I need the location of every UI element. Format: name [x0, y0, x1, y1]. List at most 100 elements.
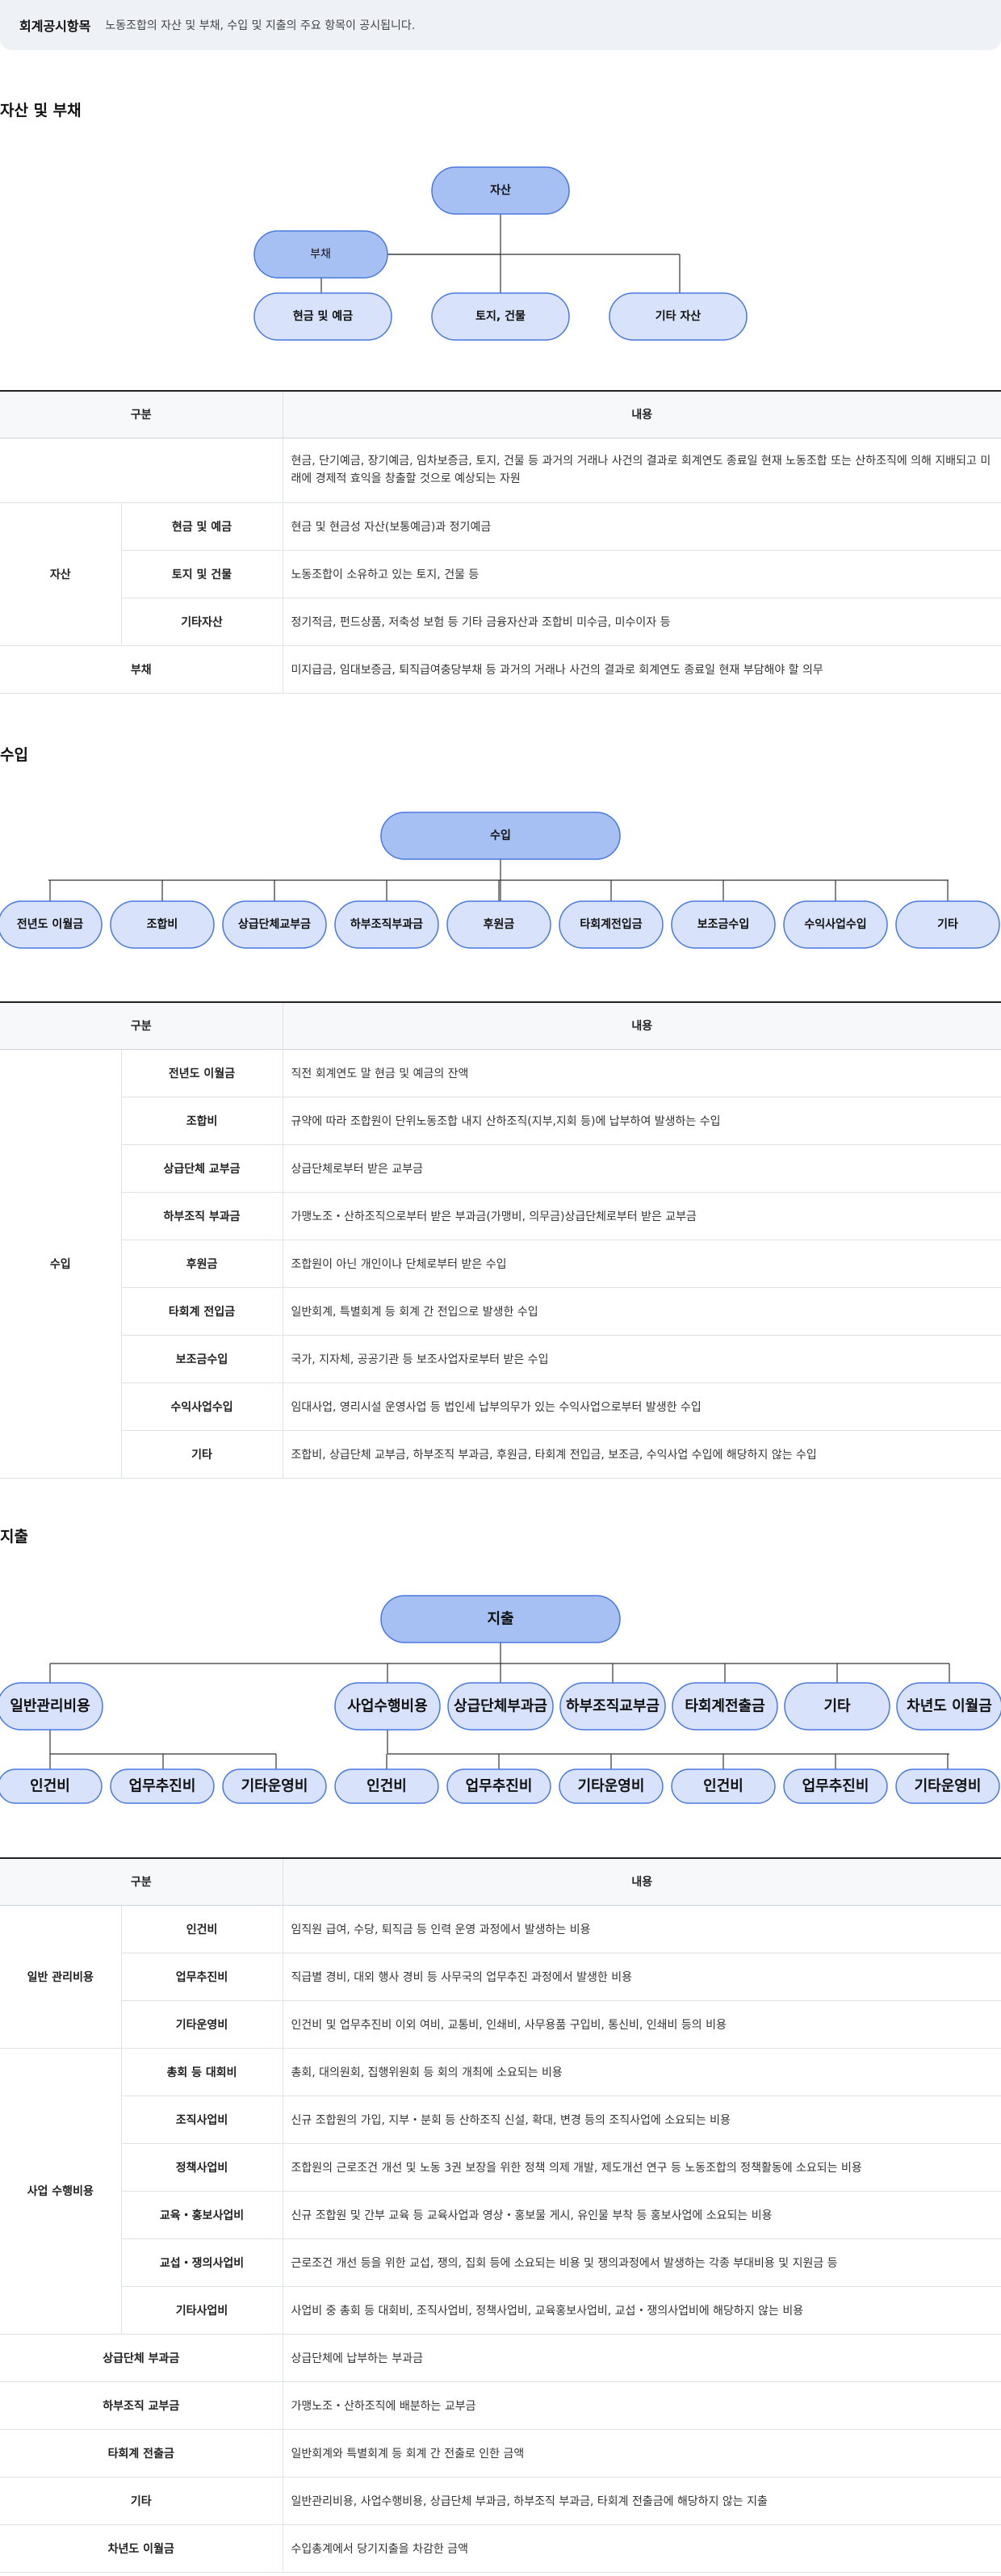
expense-subitem-node: 업무추진비 — [446, 1768, 551, 1804]
income-child-label: 보조금수입 — [697, 918, 749, 931]
expense-category-node: 상급단체부과금 — [447, 1682, 554, 1731]
expense-group-label: 사업 수행비용 — [0, 2048, 121, 2335]
expense-category-label: 상급단체부과금 — [454, 1698, 547, 1715]
income-root-label: 수입 — [490, 829, 511, 842]
row-desc: 일반회계와 특별회계 등 회계 간 전출로 인한 금액 — [282, 2429, 1001, 2477]
col-header-category: 구분 — [0, 1857, 283, 1906]
expense-category-label: 타회계전출금 — [685, 1698, 764, 1715]
row-label: 기타사업비 — [120, 2286, 283, 2335]
table-row: 사업 수행비용 총회 등 대회비 총회, 대의원회, 집행위원회 등 회의 개최… — [0, 2048, 1001, 2335]
row-label: 상급단체 교부금 — [120, 1144, 283, 1193]
table-row: 자산 현금 및 예금 현금 및 현금성 자산(보통예금)과 정기예금 — [0, 502, 1001, 646]
asset-group-label: 자산 — [0, 502, 121, 646]
assets-table: 구분 내용 현금, 단기예금, 장기예금, 임차보증금, 토지, 건물 등 과거… — [0, 390, 1001, 694]
asset-child-label: 현금 및 예금 — [293, 309, 353, 323]
row-label: 후원금 — [120, 1240, 283, 1288]
row-desc: 노동조합이 소유하고 있는 토지, 건물 등 — [282, 550, 1001, 598]
table-row: 부채 미지급금, 임대보증금, 퇴직급여충당부채 등 과거의 거래나 사건의 결… — [0, 645, 1001, 694]
row-desc: 상급단체에 납부하는 부과금 — [282, 2334, 1001, 2382]
expense-subitem-node: 인건비 — [0, 1768, 103, 1804]
expense-subitem-node: 기타운영비 — [559, 1768, 664, 1804]
row-label: 기타 — [0, 2477, 283, 2525]
row-desc: 가맹노조・산하조직에 배분하는 교부금 — [282, 2381, 1001, 2430]
income-child-node: 보조금수입 — [671, 900, 776, 949]
row-desc: 미지급금, 임대보증금, 퇴직급여충당부채 등 과거의 거래나 사건의 결과로 … — [282, 645, 1001, 694]
row-desc: 현금 및 현금성 자산(보통예금)과 정기예금 — [282, 502, 1001, 551]
expense-root-node: 지출 — [380, 1595, 621, 1643]
row-label: 조합비 — [120, 1097, 283, 1145]
row-label: 기타 — [120, 1430, 283, 1479]
expense-subitem-label: 인건비 — [703, 1778, 743, 1795]
notice-banner: 회계공시항목 노동조합의 자산 및 부채, 수입 및 지출의 주요 항목이 공시… — [0, 0, 1001, 50]
expense-category-node: 하부조직교부금 — [559, 1682, 666, 1731]
row-desc: 조합원이 아닌 개인이나 단체로부터 받은 수입 — [282, 1240, 1001, 1288]
row-label: 보조금수입 — [120, 1335, 283, 1383]
row-label: 하부조직 부과금 — [120, 1192, 283, 1240]
income-child-label: 타회계전입금 — [580, 917, 642, 931]
row-desc: 신규 조합원의 가입, 지부・분회 등 산하조직 신설, 확대, 변경 등의 조… — [282, 2096, 1001, 2144]
income-child-label: 수익사업수입 — [804, 917, 866, 931]
asset-intro-text: 현금, 단기예금, 장기예금, 임차보증금, 토지, 건물 등 과거의 거래나 … — [282, 438, 1001, 503]
liability-node: 부채 — [253, 230, 388, 279]
income-child-node: 수익사업수입 — [783, 900, 888, 949]
row-desc: 일반회계, 특별회계 등 회계 간 전입으로 발생한 수입 — [282, 1287, 1001, 1336]
expense-category-node: 타회계전출금 — [672, 1682, 778, 1731]
row-label: 업무추진비 — [120, 1953, 283, 2001]
expense-category-node: 사업수행비용 — [334, 1682, 441, 1731]
row-desc: 신규 조합원 및 간부 교육 등 교육사업과 영상・홍보물 게시, 유인물 부착… — [282, 2191, 1001, 2239]
row-label: 기타운영비 — [120, 2000, 283, 2049]
row-desc: 사업비 중 총회 등 대회비, 조직사업비, 정책사업비, 교육홍보사업비, 교… — [282, 2286, 1001, 2335]
income-child-node: 전년도 이월금 — [0, 900, 103, 949]
row-desc: 총회, 대의원회, 집행위원회 등 회의 개최에 소요되는 비용 — [282, 2048, 1001, 2096]
row-label: 하부조직 교부금 — [0, 2381, 283, 2430]
expense-category-label: 하부조직교부금 — [566, 1698, 660, 1715]
asset-root-label: 자산 — [490, 183, 511, 197]
assets-diagram: 자산 부채 현금 및 예금 토지, 건물 기타 자산 — [253, 166, 748, 341]
income-child-label: 조합비 — [147, 917, 178, 931]
expense-subitem-label: 인건비 — [30, 1778, 70, 1795]
table-row: 기타자산 정기적금, 펀드상품, 저축성 보험 등 기타 금융자산과 조합비 미… — [0, 598, 1001, 646]
income-table: 구분 내용 수입 전년도 이월금 직전 회계연도 말 현금 및 예금의 잔액 조… — [0, 1001, 1001, 1479]
income-group-label: 수입 — [0, 1049, 121, 1479]
row-label: 기타자산 — [120, 598, 283, 646]
row-label: 인건비 — [120, 1905, 283, 1953]
income-child-label: 하부조직부과금 — [350, 917, 423, 931]
income-child-label: 전년도 이월금 — [17, 917, 83, 931]
col-header-category: 구분 — [0, 390, 283, 438]
table-row: 토지 및 건물 노동조합이 소유하고 있는 토지, 건물 등 — [0, 550, 1001, 598]
col-header-content: 내용 — [282, 1001, 1001, 1050]
asset-child-node: 기타 자산 — [609, 292, 748, 341]
row-desc: 수입총계에서 당기지출을 차감한 금액 — [282, 2524, 1001, 2573]
row-desc: 국가, 지자체, 공공기관 등 보조사업자로부터 받은 수입 — [282, 1335, 1001, 1383]
expense-category-node: 차년도 이월금 — [896, 1682, 1001, 1731]
expense-subitem-node: 업무추진비 — [783, 1768, 888, 1804]
row-desc: 가맹노조・산하조직으로부터 받은 부과금(가맹비, 의무금)상급단체로부터 받은… — [282, 1192, 1001, 1240]
row-desc: 조합원의 근로조건 개선 및 노동 3권 보장을 위한 정책 의제 개발, 제도… — [282, 2143, 1001, 2192]
row-label: 전년도 이월금 — [120, 1049, 283, 1097]
row-label: 조직사업비 — [120, 2096, 283, 2144]
expense-subitem-node: 업무추진비 — [110, 1768, 215, 1804]
row-desc: 규약에 따라 조합원이 단위노동조합 내지 산하조직(지부,지회 등)에 납부하… — [282, 1097, 1001, 1145]
asset-root-node: 자산 — [431, 166, 570, 215]
expense-category-label: 일반관리비용 — [10, 1698, 90, 1715]
assets-heading: 자산 및 부채 — [0, 102, 82, 120]
row-label: 수익사업수입 — [120, 1382, 283, 1431]
income-child-node: 하부조직부과금 — [334, 900, 439, 949]
liability-label: 부채 — [310, 248, 331, 261]
income-child-label: 상급단체교부금 — [238, 917, 311, 931]
expense-heading: 지출 — [0, 1528, 28, 1546]
table-row: 일반 관리비용 인건비 임직원 급여, 수당, 퇴직금 등 인력 운영 과정에서… — [0, 1905, 1001, 2049]
asset-child-label: 토지, 건물 — [475, 309, 526, 323]
